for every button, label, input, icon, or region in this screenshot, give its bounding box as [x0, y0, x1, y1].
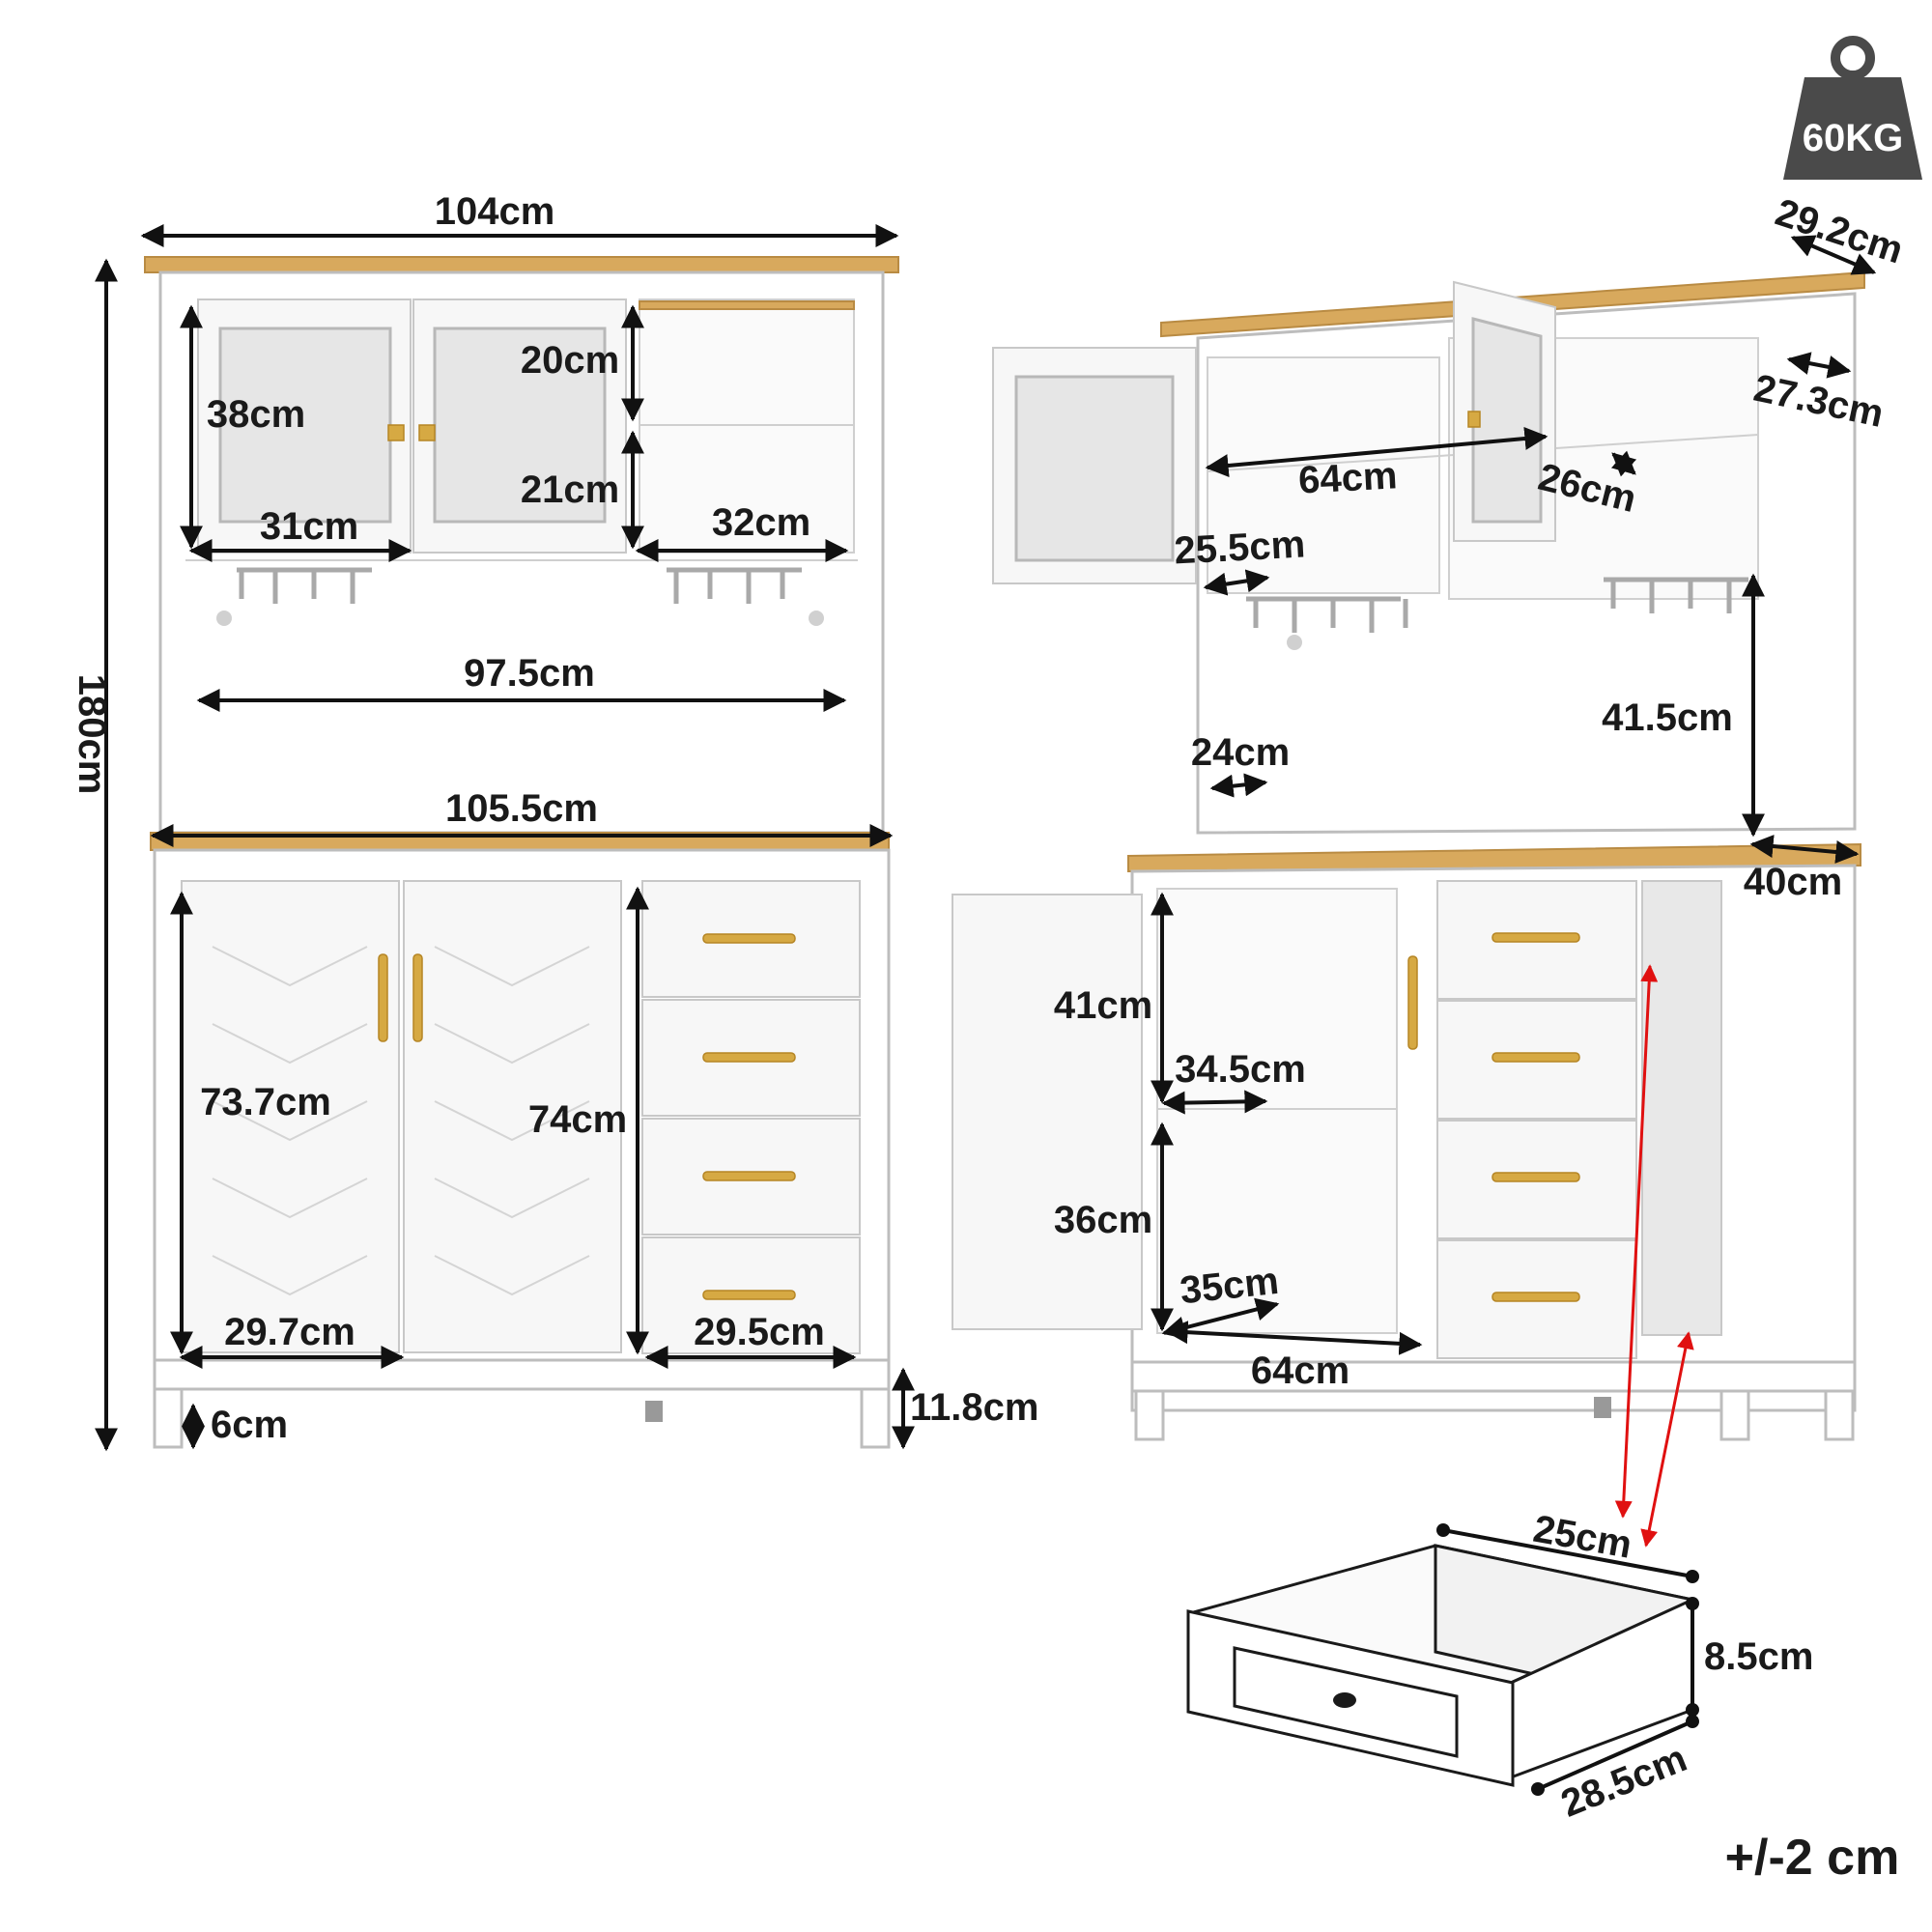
front-dimension-lines	[95, 224, 915, 1452]
side-open-lower-door	[952, 894, 1143, 1330]
label-cabinet-upper-height: 41cm	[1054, 984, 1152, 1027]
side-countertop	[1127, 842, 1861, 873]
label-open-shelf-height: 41.5cm	[1602, 696, 1733, 739]
lower-doors	[181, 880, 622, 1353]
label-open-shelf-depth: 24cm	[1191, 731, 1290, 774]
tolerance-note: +/-2 cm	[1725, 1830, 1900, 1886]
label-drawer-width: 25cm	[1530, 1508, 1634, 1567]
label-drawer-width: 29.5cm	[694, 1311, 825, 1353]
label-right-shelf-bottom: 21cm	[521, 469, 619, 511]
foot-pad	[645, 1401, 663, 1422]
side-drawer-stack	[1436, 880, 1637, 1359]
upper-top-board	[144, 256, 899, 273]
side-dimension-labels: 29.2cm 27.3cm 64cm 26cm 25.5cm 41.5cm 24…	[1054, 191, 1908, 1392]
knob-left	[387, 424, 405, 441]
leg-left	[153, 1387, 184, 1449]
door-handle-left	[378, 953, 388, 1042]
label-glass-shelf-depth: 25.5cm	[1173, 523, 1306, 572]
label-upper-door-width: 31cm	[260, 505, 358, 548]
upper-glass-doors	[197, 298, 627, 554]
label-cabinet-shelf-depth: 34.5cm	[1175, 1048, 1306, 1091]
front-dimension-labels: 104cm 180cm 38cm 31cm 20cm 21cm 32cm 97.…	[71, 190, 1038, 1446]
upper-right-shelves	[639, 298, 855, 554]
label-open-shelf-width: 97.5cm	[464, 652, 595, 695]
label-upper-door-height: 38cm	[207, 393, 305, 436]
label-cabinet-floor-depth: 35cm	[1178, 1260, 1280, 1312]
label-drawer-height: 8.5cm	[1704, 1635, 1813, 1678]
label-cabinet-inner-width: 64cm	[1251, 1350, 1350, 1392]
label-cabinet-lower-height: 36cm	[1054, 1199, 1152, 1241]
label-base-depth: 40cm	[1744, 861, 1842, 903]
leg-right	[860, 1387, 891, 1449]
drawer-detail	[1186, 1523, 1699, 1796]
label-right-shelf-top: 20cm	[521, 339, 619, 382]
door-handle-right	[412, 953, 423, 1042]
weight-icon: 60KG	[1783, 36, 1922, 180]
label-overall-width: 104cm	[435, 190, 555, 233]
label-drawer-stack-height: 74cm	[528, 1098, 627, 1141]
wine-glass-racks	[216, 567, 824, 626]
label-leg-height: 6cm	[211, 1404, 288, 1446]
label-right-shelf-width: 32cm	[712, 501, 810, 544]
side-dimension-lines	[1151, 235, 1877, 1548]
label-overall-height: 180cm	[71, 674, 113, 795]
label-lower-door-height: 73.7cm	[200, 1081, 331, 1123]
weight-label: 60KG	[1803, 117, 1904, 159]
label-lower-door-width: 29.7cm	[224, 1311, 355, 1353]
base-rail	[153, 1358, 891, 1391]
label-upper-inner-width: 64cm	[1297, 454, 1398, 501]
drawer-stack	[641, 880, 861, 1354]
drawer-knob	[1333, 1692, 1356, 1708]
label-base-height: 11.8cm	[910, 1386, 1038, 1429]
knob-right	[418, 424, 436, 441]
label-countertop-width: 105.5cm	[445, 787, 598, 830]
label-top-depth: 29.2cm	[1771, 191, 1909, 272]
